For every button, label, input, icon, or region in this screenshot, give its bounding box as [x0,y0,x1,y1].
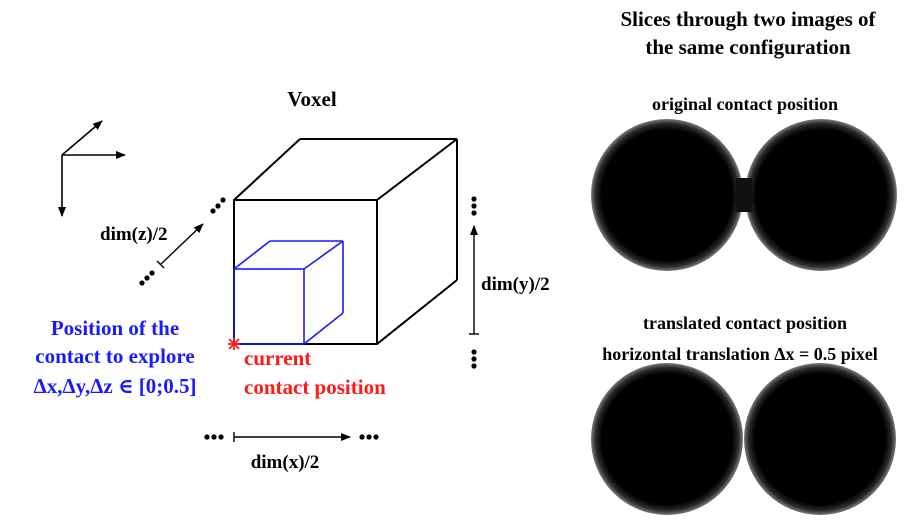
dim-x-label: dim(x)/2 [251,452,320,473]
original-label: original contact position [652,94,838,114]
translated-label-line2: horizontal translation Δx = 0.5 pixel [602,344,878,364]
dim-x-arrow [204,432,379,442]
dim-y-arrow [469,196,479,369]
slices-title-line2: the same configuration [645,35,851,59]
translated-slice [591,363,896,515]
translated-left-disc [591,363,743,515]
translated-label-line1: translated contact position [643,313,847,333]
current-contact-line1: current [244,346,311,370]
slices-title-line1: Slices through two images of [620,7,876,31]
current-contact-line2: contact position [244,375,386,399]
contact-explore-line3: Δx,Δy,Δz ∈ [0;0.5] [34,374,197,398]
exploration-cube [233,240,344,345]
dim-z-label: dim(z)/2 [100,224,168,245]
current-contact-marker [228,338,240,350]
contact-explore-text: Position of the contact to explore Δx,Δy… [34,316,197,398]
contact-explore-line1: Position of the [51,316,179,340]
original-slice [591,119,897,271]
axes-icon [58,120,126,217]
translated-right-disc [744,363,896,515]
dim-z-arrow [139,197,226,286]
original-left-disc [591,119,743,271]
voxel-cube [233,138,458,345]
dim-y-label: dim(y)/2 [481,274,550,295]
voxel-title: Voxel [287,87,337,111]
current-contact-text: current contact position [244,346,386,399]
original-right-disc [745,119,897,271]
contact-explore-line2: contact to explore [35,344,194,368]
